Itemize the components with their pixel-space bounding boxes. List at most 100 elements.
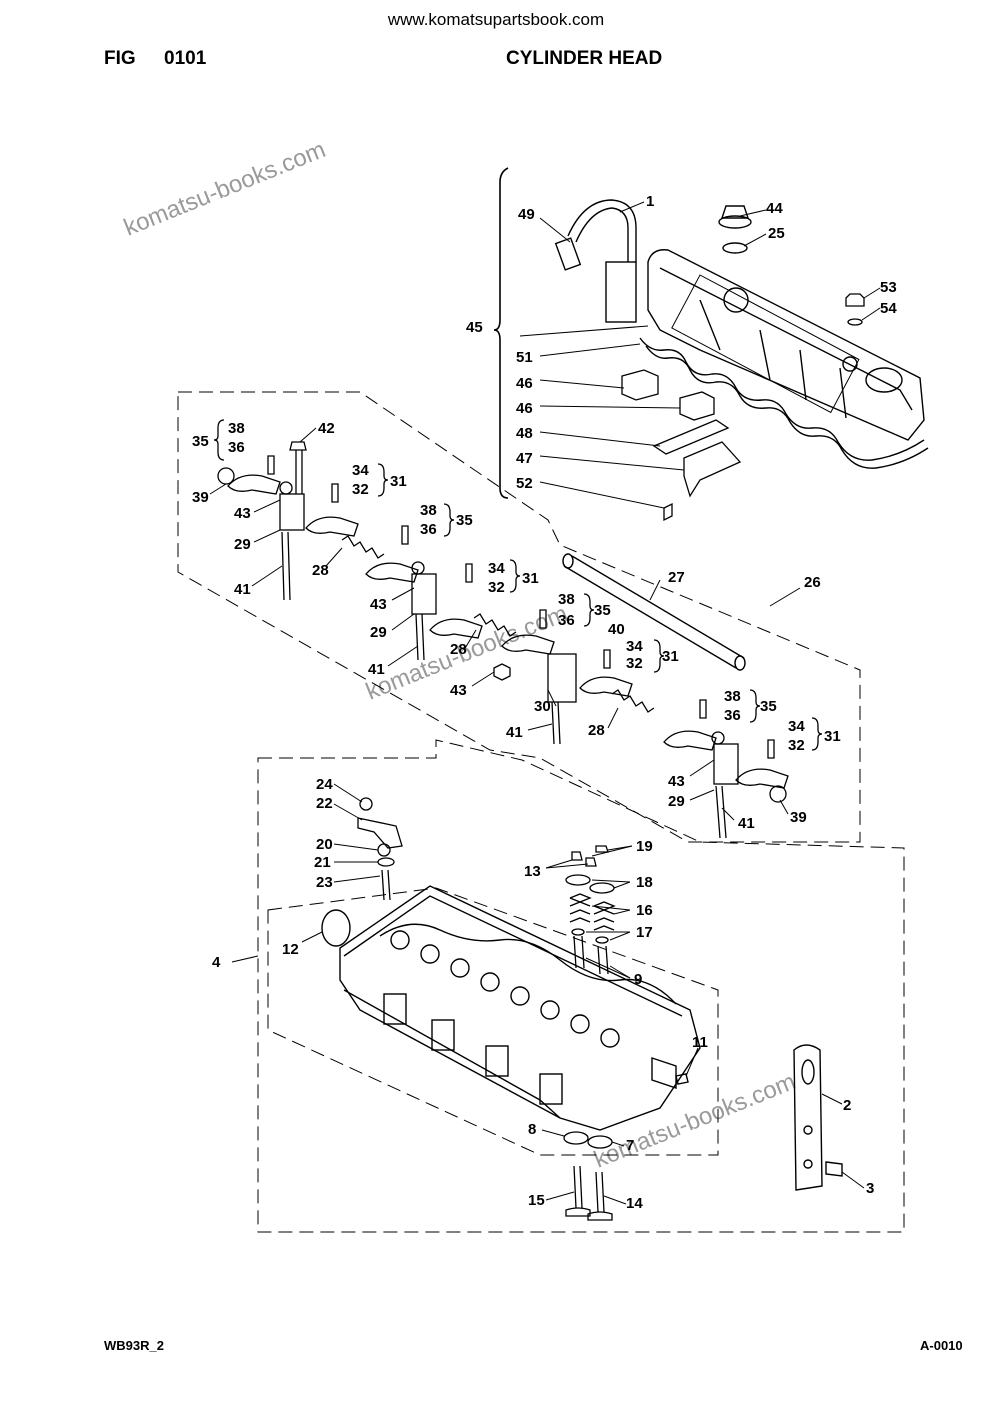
part-label-12: 12: [282, 941, 299, 958]
leader-lines: [209, 201, 881, 1205]
site-url: www.komatsupartsbook.com: [387, 10, 605, 29]
part-label-46b: 46: [516, 400, 533, 417]
part-label-48: 48: [516, 425, 533, 442]
part-label-43: 43: [234, 505, 251, 522]
bracket-45: [493, 167, 509, 499]
part-label-15: 15: [528, 1192, 545, 1209]
part-labels: 1 2 3 4 7 8 9 11 12 13 14 15 16 17 18 19…: [192, 193, 897, 1212]
part-label-38b: 38: [420, 502, 437, 519]
part-label-25: 25: [768, 225, 785, 242]
part-label-31d: 31: [824, 728, 841, 745]
breather-hose: [554, 199, 637, 323]
part-label-7: 7: [626, 1137, 634, 1154]
part-label-49: 49: [518, 206, 535, 223]
part-label-19: 19: [636, 838, 653, 855]
part-label-35c: 35: [594, 602, 611, 619]
part-label-38d: 38: [724, 688, 741, 705]
group-boundaries: [177, 391, 905, 1233]
part-label-32: 32: [352, 481, 369, 498]
part-label-45: 45: [466, 319, 483, 336]
part-label-24: 24: [316, 776, 333, 793]
part-label-8: 8: [528, 1121, 536, 1138]
part-label-11: 11: [692, 1034, 708, 1051]
part-label-41b: 41: [368, 661, 385, 678]
cylinder-head-block: [339, 885, 701, 1131]
part-label-31: 31: [390, 473, 407, 490]
cover-bracket: [652, 419, 742, 522]
part-label-27: 27: [668, 569, 685, 586]
part-label-36: 36: [228, 439, 245, 456]
part-label-14: 14: [626, 1195, 643, 1212]
oil-filler-cap: [718, 205, 752, 254]
part-label-32b: 32: [488, 579, 505, 596]
part-label-36d: 36: [724, 707, 741, 724]
part-label-17: 17: [636, 924, 653, 941]
part-label-26: 26: [804, 574, 821, 591]
fig-number: 0101: [164, 48, 207, 69]
part-label-20: 20: [316, 836, 333, 853]
part-label-42: 42: [318, 420, 335, 437]
fig-label: FIG: [104, 48, 136, 69]
rocker-shaft: [562, 553, 746, 671]
part-label-2: 2: [843, 1097, 851, 1114]
model-code: WB93R_2: [104, 1338, 164, 1353]
sub-group-braces: [213, 419, 823, 751]
part-label-31c: 31: [662, 648, 679, 665]
part-label-28b: 28: [588, 722, 605, 739]
rocker-arms: [217, 441, 789, 839]
lifting-bracket: [793, 1044, 843, 1191]
part-label-29b: 29: [370, 624, 387, 641]
part-label-40: 40: [608, 621, 625, 638]
part-label-34c: 34: [626, 638, 643, 655]
part-label-13: 13: [524, 863, 541, 880]
page-code: A-0010: [920, 1338, 963, 1353]
part-label-32c: 32: [626, 655, 643, 672]
part-label-29c: 29: [668, 793, 685, 810]
part-label-31b: 31: [522, 570, 539, 587]
part-label-41: 41: [234, 581, 251, 598]
part-label-44: 44: [766, 200, 783, 217]
part-label-41c: 41: [506, 724, 523, 741]
watermark: komatsu-books.com: [120, 136, 329, 241]
rocker-cover: [639, 249, 929, 469]
part-label-35d: 35: [760, 698, 777, 715]
part-label-28c: 28: [450, 641, 467, 658]
part-label-36c: 36: [558, 612, 575, 629]
part-label-41d: 41: [738, 815, 755, 832]
watermark: komatsu-books.com: [590, 1068, 799, 1173]
part-label-39: 39: [192, 489, 209, 506]
part-label-53: 53: [880, 279, 897, 296]
expansion-plug: [321, 909, 351, 947]
part-label-22: 22: [316, 795, 333, 812]
spacer-blocks: [621, 369, 715, 421]
part-label-43b: 43: [370, 596, 387, 613]
part-label-18: 18: [636, 874, 653, 891]
part-label-34d: 34: [788, 718, 805, 735]
part-label-9: 9: [634, 971, 642, 988]
part-label-35b: 35: [456, 512, 473, 529]
part-label-35: 35: [192, 433, 209, 450]
part-label-29: 29: [234, 536, 251, 553]
part-label-4: 4: [212, 954, 221, 971]
part-label-43d: 43: [668, 773, 685, 790]
part-label-47: 47: [516, 450, 533, 467]
part-label-38: 38: [228, 420, 245, 437]
part-label-21: 21: [314, 854, 331, 871]
part-label-52: 52: [516, 475, 533, 492]
part-label-51: 51: [516, 349, 533, 366]
part-label-46: 46: [516, 375, 533, 392]
part-label-43c: 43: [450, 682, 467, 699]
injector-clamp: [357, 797, 403, 901]
page-title: CYLINDER HEAD: [506, 48, 663, 69]
part-label-32d: 32: [788, 737, 805, 754]
part-label-16: 16: [636, 902, 653, 919]
part-label-3: 3: [866, 1180, 874, 1197]
part-label-36b: 36: [420, 521, 437, 538]
part-label-39b: 39: [790, 809, 807, 826]
part-label-38c: 38: [558, 591, 575, 608]
part-label-1: 1: [646, 193, 654, 210]
part-label-23: 23: [316, 874, 333, 891]
part-label-34b: 34: [488, 560, 505, 577]
part-label-28: 28: [312, 562, 329, 579]
